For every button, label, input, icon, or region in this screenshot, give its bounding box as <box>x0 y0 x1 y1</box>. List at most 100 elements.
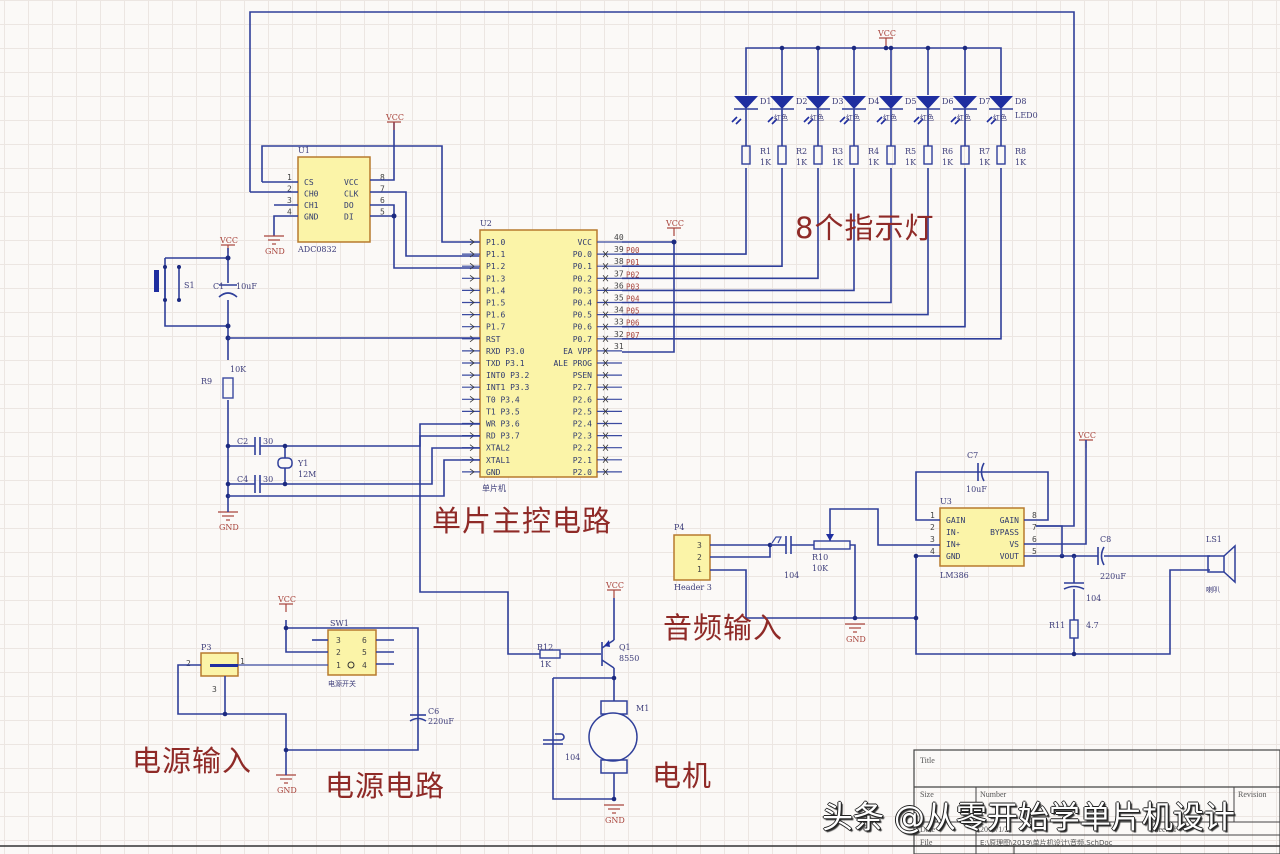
vcc-label: VCC <box>385 113 404 122</box>
mcu-pin-num: 36 <box>614 281 624 290</box>
led-res-ref: R6 <box>942 147 953 156</box>
led-color: 红色 <box>920 113 934 122</box>
amp-pin-num: 8 <box>1032 511 1037 520</box>
speaker-ref: LS1 <box>1206 535 1222 544</box>
power-switch-part: 电源开关 <box>328 679 356 688</box>
watermark: 头条 @从零开始学单片机设计 <box>822 800 1235 836</box>
mcu-chip[interactable]: U2 单片机 P1.0P1.1P1.2P1.3P1.4P1.5P1.6P1.7R… <box>462 219 624 493</box>
led-res-ref: R8 <box>1015 147 1026 156</box>
led-color: 红色 <box>883 113 897 122</box>
motor-res-ref: R12 <box>537 643 553 652</box>
amp-cgain-val: 10uF <box>966 485 987 494</box>
mcu-pin-name: P1.7 <box>486 323 505 332</box>
speaker[interactable]: LS1 喇叭 <box>1206 535 1236 594</box>
power-switch[interactable]: SW1 电源开关 3 2 1 6 5 4 <box>327 619 377 688</box>
crystal-circuit: C2 30 C4 30 Y1 12M <box>225 435 480 499</box>
led-res-ref: R3 <box>832 147 843 156</box>
adc-pin-name: CH0 <box>304 190 319 199</box>
motor-res-val: 1K <box>540 660 552 669</box>
adc-pin-num: 2 <box>287 185 292 194</box>
vcc-symbol: VCC <box>877 29 896 46</box>
gnd-symbol: GND <box>845 623 866 644</box>
mcu-pin-name: WR P3.6 <box>486 420 520 429</box>
speaker-part: 喇叭 <box>1206 585 1220 594</box>
mcu-pin-name: P1.4 <box>486 286 505 295</box>
mcu-pin-name: XTAL1 <box>486 456 510 465</box>
tb-date-val: 2019/1/2 <box>980 825 1008 834</box>
power-jack[interactable]: P3 2 1 3 <box>186 643 245 694</box>
adc-pin-name: DI <box>344 213 354 222</box>
net-label: P05 <box>626 307 640 316</box>
led-color: 红色 <box>774 113 788 122</box>
mcu-pin-name: P2.1 <box>573 456 592 465</box>
sw-pin-2: 2 <box>336 648 341 657</box>
sw-pin-4: 4 <box>362 661 367 670</box>
amp-chip[interactable]: U3 LM386 1GAIN2IN-3IN+4GND8GAIN7BYPASS6V… <box>930 497 1037 580</box>
reset-res-ref: R9 <box>201 377 212 386</box>
mcu-pin-name: P1.5 <box>486 299 505 308</box>
power-switch-ref: SW1 <box>330 619 349 628</box>
label-power-input: 电源输入 <box>132 744 253 778</box>
mcu-pin-name: P1.6 <box>486 311 505 320</box>
tb-number: Number <box>980 790 1007 799</box>
net-label: P00 <box>626 246 640 255</box>
amp-pin-num: 4 <box>930 547 935 556</box>
tb-date: Date <box>920 825 936 834</box>
vcc-symbol: VCC <box>665 219 684 236</box>
adc-part: ADC0832 <box>297 245 337 254</box>
mcu-pin-num: 33 <box>614 318 624 327</box>
adc-pin-name: VCC <box>344 178 359 187</box>
amp-pin-name: IN+ <box>946 540 961 549</box>
amp-pin-name: GAIN <box>946 516 965 525</box>
adc-ref: U1 <box>298 146 310 155</box>
audio-pot-val: 10K <box>812 564 829 573</box>
net-label: P01 <box>626 258 640 267</box>
adc-pin-name: CLK <box>344 190 359 199</box>
mcu-pin-name: P2.5 <box>573 407 592 416</box>
vcc-label: VCC <box>277 595 296 604</box>
label-leds: 8个指示灯 <box>795 211 935 245</box>
amp-rzobel-ref: R11 <box>1049 621 1065 630</box>
vcc-label: VCC <box>219 236 238 245</box>
title-block: Title Size Number Revision Date 2019/1/2… <box>0 749 1280 854</box>
net-label: P03 <box>626 282 640 291</box>
motor-circuit: R12 1K Q1 8550 M1 104 <box>537 598 649 802</box>
led-res-val: 1K <box>832 158 844 167</box>
audio-jack[interactable]: P4 Header 3 3 2 1 <box>673 523 712 592</box>
adc-pin-name: GND <box>304 213 319 222</box>
vcc-symbol: VCC <box>385 113 404 130</box>
power-jack-pin-3: 3 <box>212 685 217 694</box>
amp-pin-num: 1 <box>930 511 935 520</box>
power-cap-val: 220uF <box>428 717 454 726</box>
amp-pin-name: IN- <box>946 528 960 537</box>
amp-pin-num: 2 <box>930 523 935 532</box>
net-label: P02 <box>626 270 640 279</box>
adc-pin-name: CS <box>304 178 314 187</box>
led-part: LED0 <box>1015 111 1038 120</box>
led-ref: D2 <box>796 97 808 106</box>
mcu-pin-name: P0.7 <box>573 335 592 344</box>
led-res-val: 1K <box>979 158 991 167</box>
mcu-pin-name: P2.6 <box>573 395 592 404</box>
sw-pin-5: 5 <box>362 648 367 657</box>
led-ref: D4 <box>868 97 880 106</box>
crystal-ref: Y1 <box>297 459 308 468</box>
mcu-pin-name: P2.2 <box>573 444 592 453</box>
label-mcu: 单片主控电路 <box>432 504 613 538</box>
mcu-pin-num: 32 <box>614 330 624 339</box>
crystal-c2-ref: C2 <box>237 437 248 446</box>
net-label: P06 <box>626 319 640 328</box>
reset-circuit: S1 C1 10uF 10K R9 <box>154 248 480 512</box>
vcc-label: VCC <box>665 219 684 228</box>
amp-pin-num: 5 <box>1032 547 1037 556</box>
led-color: 红色 <box>810 113 824 122</box>
mcu-pin-name: P2.4 <box>573 420 592 429</box>
amp-wires: C7 10uF C8 220uF 104 R11 4.7 <box>913 440 1210 657</box>
mcu-pin-name: P1.2 <box>486 262 505 271</box>
audio-jack-part: Header 3 <box>674 583 712 592</box>
mcu-pin-name: XTAL2 <box>486 444 510 453</box>
